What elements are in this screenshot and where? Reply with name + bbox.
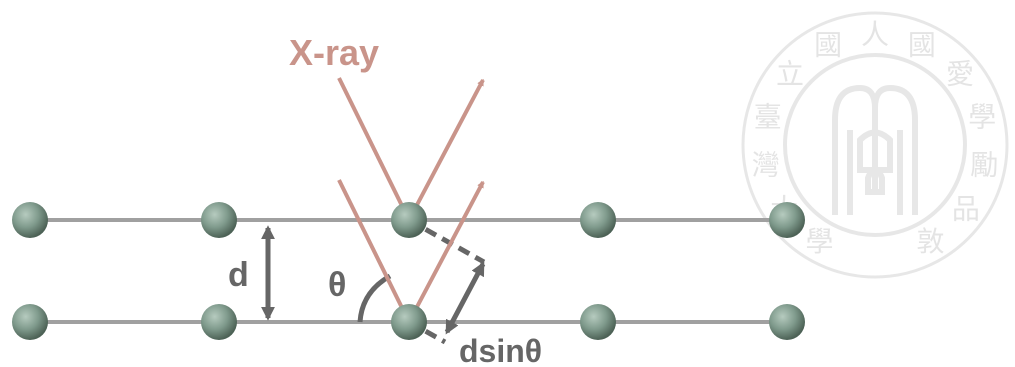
seal-character: 敦 (916, 225, 944, 258)
seal-character: 立 (776, 58, 804, 91)
atom-row2-col5 (769, 304, 805, 340)
reflected-ray-lower (407, 180, 485, 323)
atom-row1-col4 (580, 202, 616, 238)
seal-character: 愛 (946, 58, 974, 91)
spacing-label: d (228, 256, 249, 294)
atoms (12, 202, 805, 340)
seal-character: 學 (805, 225, 833, 258)
xray-label: X-ray (289, 32, 379, 73)
incident-ray-lower (337, 179, 411, 323)
seal-character: 學 (968, 100, 996, 133)
atom-row1-col1 (12, 202, 48, 238)
dsintheta-arrow (444, 261, 486, 335)
seal-character: 臺 (754, 100, 782, 133)
atom-row2-col2 (201, 304, 237, 340)
path-difference-label: dsinθ (459, 333, 542, 367)
atom-row2-col1 (12, 304, 48, 340)
seal-character: 人 (861, 18, 889, 51)
seal-emblem (832, 84, 918, 215)
theta-arc (357, 273, 392, 323)
atom-row2-col4 (580, 304, 616, 340)
atom-row1-col5 (769, 202, 805, 238)
reflected-ray-upper (407, 78, 485, 221)
atom-row1-col3 (391, 202, 427, 238)
angle-label: θ (328, 266, 346, 304)
seal-character: 品 (952, 193, 980, 226)
incident-ray-upper (337, 77, 411, 221)
seal-character: 勵 (970, 148, 998, 181)
xray-beams (337, 77, 485, 323)
atom-row2-col3 (391, 304, 427, 340)
atom-row1-col2 (201, 202, 237, 238)
dashed-perpendicular-upper (407, 217, 486, 265)
seal-character: 國 (814, 28, 842, 61)
seal-character: 灣 (752, 148, 780, 181)
seal-character: 國 (908, 28, 936, 61)
